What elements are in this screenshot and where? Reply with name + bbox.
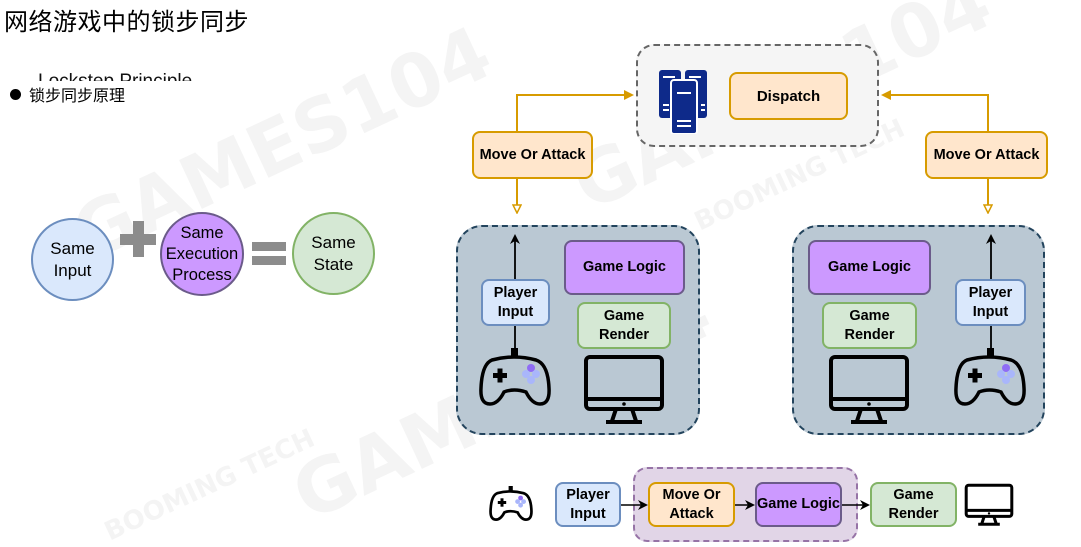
slide-title: 网络游戏中的锁步同步: [4, 8, 249, 36]
game-logic-label: Game Logic: [828, 259, 911, 275]
dispatch-label: Dispatch: [756, 87, 821, 105]
plus-operator: [118, 219, 158, 264]
bullet-dot-icon: [10, 88, 21, 100]
server-icon: [657, 68, 713, 139]
move-line: Attack: [669, 505, 714, 522]
state-line: State: [313, 254, 354, 274]
render-line: Game: [603, 307, 645, 324]
process-line: Execution: [165, 244, 239, 263]
dispatch-box: Dispatch: [729, 72, 848, 120]
render-line: Render: [844, 326, 895, 343]
monitor-icon: [964, 483, 1014, 526]
input-line: Input: [497, 303, 534, 320]
equals-operator: [250, 240, 288, 273]
left-game-logic-box: Game Logic: [564, 240, 685, 295]
input-line: Same: [50, 238, 95, 258]
watermark: BOOMING TECH: [100, 423, 320, 547]
bullet-text: 锁步同步原理: [29, 86, 126, 105]
process-line: Process: [172, 265, 232, 284]
pipeline-game-logic-box: Game Logic: [755, 482, 842, 527]
pipeline-move-or-attack-box: Move Or Attack: [648, 482, 735, 527]
render-line: Render: [888, 505, 939, 522]
render-line: Game: [893, 486, 934, 503]
move-or-attack-label: Move Or Attack: [933, 146, 1040, 163]
right-game-logic-box: Game Logic: [808, 240, 931, 295]
input-line: Player: [566, 486, 610, 503]
overlapped-english-text: Lockstep Principle: [38, 69, 192, 81]
game-logic-label: Game Logic: [757, 496, 840, 512]
input-line: Input: [972, 303, 1009, 320]
right-move-or-attack-box: Move Or Attack: [925, 131, 1048, 179]
input-line: Input: [570, 505, 606, 522]
render-line: Render: [599, 326, 649, 343]
render-line: Game: [849, 307, 890, 324]
state-line: Same: [311, 232, 356, 252]
move-or-attack-label: Move Or Attack: [479, 146, 586, 163]
process-line: Same: [180, 223, 224, 242]
bullet-item: 锁步同步原理: [10, 82, 125, 106]
move-line: Move Or: [662, 486, 721, 503]
game-logic-label: Game Logic: [583, 259, 666, 275]
left-move-or-attack-box: Move Or Attack: [472, 131, 593, 179]
input-line: Input: [53, 260, 92, 280]
input-line: Player: [968, 284, 1013, 301]
gamepad-icon: [489, 486, 533, 521]
input-line: Player: [493, 284, 538, 301]
